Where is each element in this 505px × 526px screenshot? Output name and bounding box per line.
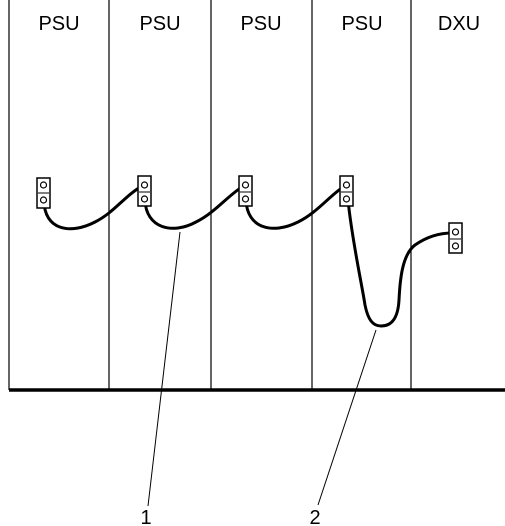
connector-dxu xyxy=(448,222,463,254)
cable-psu1-psu2 xyxy=(42,183,146,231)
unit-label-psu-1: PSU xyxy=(38,13,79,35)
connector-psu-1 xyxy=(36,177,51,209)
callout-2: 2 xyxy=(309,507,320,526)
connector-psu-2 xyxy=(137,175,152,207)
unit-label-dxu: DXU xyxy=(438,13,480,35)
unit-label-psu-3: PSU xyxy=(240,13,281,35)
unit-panels xyxy=(8,0,505,392)
callout-1: 1 xyxy=(140,507,151,526)
connector-psu-4 xyxy=(339,175,354,207)
cable-psu3-psu4 xyxy=(244,183,348,230)
unit-label-psu-2: PSU xyxy=(139,13,180,35)
connector-psu-3 xyxy=(238,175,253,207)
unit-label-psu-4: PSU xyxy=(341,13,382,35)
cable-psu4-dxu xyxy=(346,198,454,328)
leader-line-1 xyxy=(147,231,181,507)
cables xyxy=(42,183,454,328)
leader-line-2 xyxy=(317,329,377,506)
cable-psu2-psu3 xyxy=(143,183,247,230)
